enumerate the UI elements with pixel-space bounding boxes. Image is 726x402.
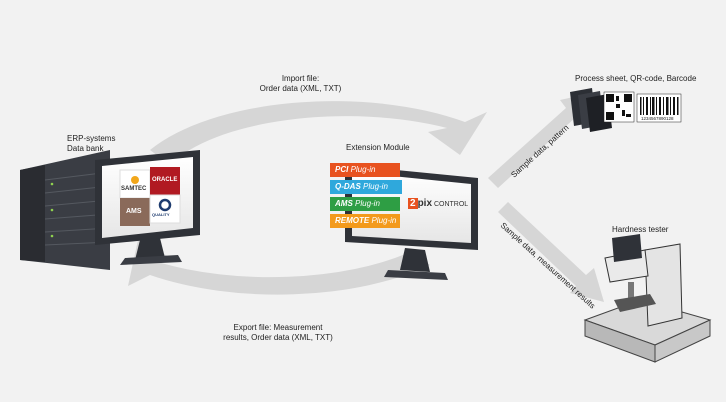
plugin-ams: AMS Plug-in — [330, 197, 400, 211]
erp-logo-4: QUALITY — [152, 212, 170, 217]
plugin-pci: PCI Plug-in — [330, 163, 400, 177]
sample-pattern-arrow — [488, 92, 596, 188]
documents-icon — [570, 88, 612, 132]
plugin-qdas: Q-DAS Plug-in — [330, 180, 402, 194]
erp-logo-tiles — [119, 167, 181, 226]
extension-label: Extension Module — [346, 143, 410, 152]
plugin-remote: REMOTE Plug-in — [330, 214, 400, 228]
flow-cycle-arrows — [128, 101, 487, 295]
sample-results-arrow — [498, 202, 604, 302]
import-arrow — [150, 101, 487, 165]
hardness-tester-icon — [583, 234, 712, 363]
erp-logo-1: SAMTEC — [121, 186, 147, 192]
import-label: Import file: Order data (XML, TXT) — [259, 74, 342, 93]
qr-code-icon — [603, 91, 635, 123]
sample-results-label: Sample data, measurement results — [499, 221, 597, 311]
qpix-mark: 2 — [408, 198, 418, 209]
process-label: Process sheet, QR-code, Barcode — [575, 74, 697, 83]
device-arrows — [488, 92, 604, 302]
erp-logo-2: ORACLE — [152, 177, 178, 183]
export-label: Export file: Measurement results, Order … — [223, 323, 333, 342]
erp-label: ERP-systems Data bank — [67, 134, 116, 153]
hardness-label: Hardness tester — [612, 225, 669, 234]
barcode-number: 1234567890128 — [641, 116, 674, 121]
erp-logo-3: AMS — [126, 208, 142, 215]
export-arrow — [128, 240, 430, 295]
barcode-icon — [636, 93, 682, 123]
